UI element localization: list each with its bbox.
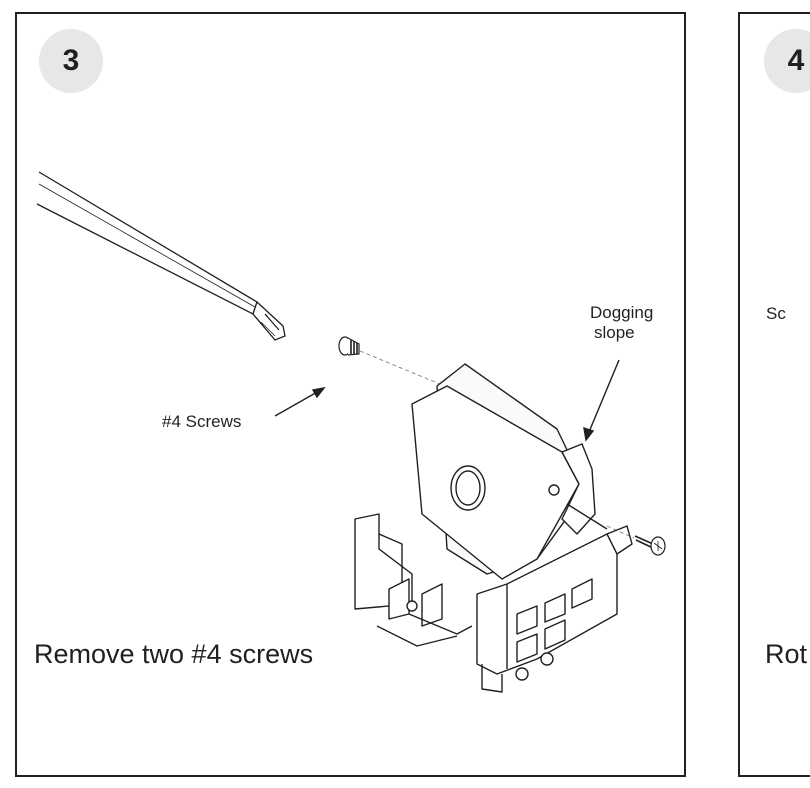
lock-body: [354, 363, 633, 693]
screwdriver: [36, 171, 286, 341]
screw-left: [338, 336, 360, 356]
dogging-slope-label-line1: Dogging: [590, 303, 654, 322]
step-caption: Rot: [765, 639, 808, 669]
leader-arrows: [274, 359, 620, 442]
screws-label: #4 Screws: [162, 412, 242, 431]
step-4-panel: 4 Sc Rot: [738, 12, 810, 777]
step-3-panel: 3: [15, 12, 686, 777]
partial-label: Sc: [766, 304, 786, 323]
screw-right: [634, 535, 666, 556]
step-3-illustration: [36, 171, 666, 693]
step-number-badge: 3: [39, 29, 103, 93]
step-number-badge: 4: [764, 29, 810, 93]
step-caption: Remove two #4 screws: [34, 639, 314, 669]
dogging-slope-label-line2: slope: [594, 323, 635, 342]
dogging-slope-label: Dogging slope: [590, 303, 653, 343]
